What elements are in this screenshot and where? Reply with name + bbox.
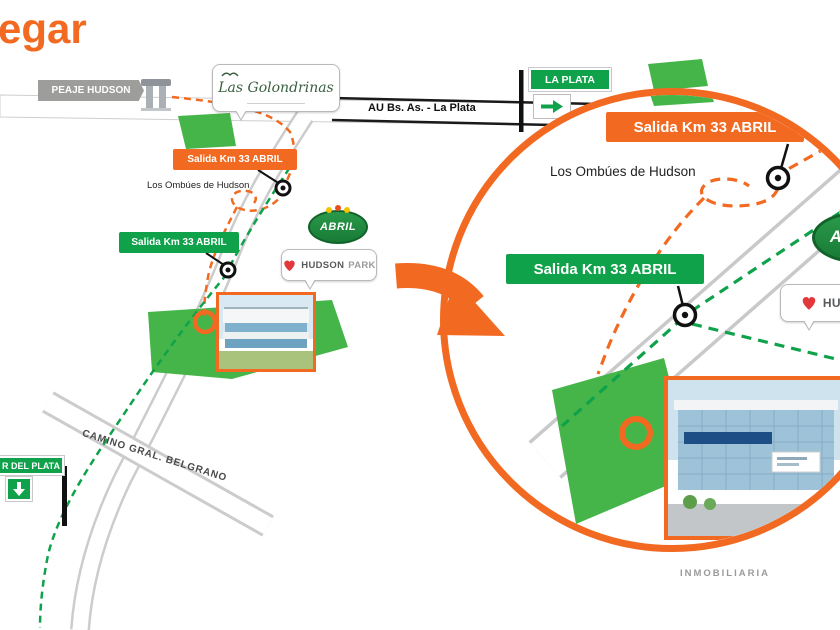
green-parcel-toll bbox=[178, 113, 236, 149]
zoom-hudson-logo-text: HUDS bbox=[822, 296, 840, 310]
page-title: egar bbox=[0, 5, 87, 52]
park-logo-text: PARK bbox=[348, 259, 376, 271]
las-golondrinas-logo: Las Golondrinas bbox=[212, 64, 340, 121]
zoom-orange-route-loop bbox=[699, 138, 840, 208]
la-plata-sign: LA PLATA bbox=[529, 68, 611, 91]
heart-icon bbox=[284, 260, 296, 271]
ombues-label: Los Ombúes de Hudson bbox=[147, 180, 250, 191]
mar-del-plata-sign-post bbox=[62, 466, 67, 526]
abril-logo: ABRIL bbox=[308, 207, 368, 244]
zoom-parcel-top bbox=[650, 95, 714, 106]
la-plata-sign-post bbox=[519, 70, 524, 132]
zoom-ombues-label: Los Ombúes de Hudson bbox=[550, 164, 696, 179]
zoom-inset: Salida Km 33 ABRIL Los Ombúes de Hudson … bbox=[440, 88, 840, 552]
building-photo-main-art bbox=[219, 295, 313, 369]
toll-booth-icon bbox=[141, 79, 171, 111]
zoom-green-route-upper bbox=[686, 210, 840, 316]
zoom-hudson-logo: HUDS bbox=[780, 284, 840, 331]
zoom-graphics bbox=[528, 95, 840, 524]
project-ring-icon bbox=[192, 309, 218, 335]
bird-icon bbox=[221, 72, 239, 77]
down-arrow-icon bbox=[13, 482, 25, 496]
zoom-green-route-branch bbox=[691, 322, 840, 362]
hudson-logo-text: HUDSON bbox=[301, 259, 345, 271]
salida-orange-sign: Salida Km 33 ABRIL bbox=[173, 149, 297, 170]
zoom-exit-target-green-dot bbox=[681, 311, 689, 319]
orange-sign-pointer bbox=[257, 169, 281, 185]
las-golondrinas-tagline-rule bbox=[247, 103, 305, 104]
abril-crest-icon bbox=[326, 207, 332, 213]
zoom-salida-orange-sign: Salida Km 33 ABRIL bbox=[606, 112, 804, 142]
zoom-abril-logo-text: ABRIL bbox=[830, 229, 840, 247]
right-arrow-icon bbox=[541, 100, 563, 113]
zoom-project-ring-icon bbox=[619, 416, 653, 450]
exit-target-green-dot bbox=[225, 267, 231, 273]
camino-road bbox=[43, 394, 273, 534]
peaje-hudson-sign: PEAJE HUDSON bbox=[38, 80, 144, 101]
watermark-text: INMOBILIARIA bbox=[680, 568, 770, 579]
highway-label: AU Bs. As. - La Plata bbox=[368, 102, 476, 114]
mar-del-plata-arrow-box bbox=[6, 477, 32, 501]
exit-target-orange-dot bbox=[280, 185, 286, 191]
la-plata-arrow-box bbox=[533, 94, 571, 119]
zoom-exit-target-orange-dot bbox=[774, 174, 782, 182]
mar-del-plata-sign: R DEL PLATA bbox=[0, 456, 64, 475]
zoom-heart-icon bbox=[802, 297, 816, 310]
green-sign-pointer bbox=[205, 252, 225, 266]
abril-logo-text: ABRIL bbox=[319, 221, 357, 233]
green-route-lower bbox=[38, 273, 228, 629]
salida-green-sign: Salida Km 33 ABRIL bbox=[119, 232, 239, 253]
las-golondrinas-name: Las Golondrinas bbox=[218, 80, 334, 96]
zoom-salida-green-sign: Salida Km 33 ABRIL bbox=[506, 254, 704, 284]
green-parcel-north bbox=[648, 59, 708, 91]
building-photo-zoom bbox=[664, 376, 840, 540]
building-photo-zoom-art bbox=[668, 380, 840, 536]
building-photo-main bbox=[216, 292, 316, 372]
